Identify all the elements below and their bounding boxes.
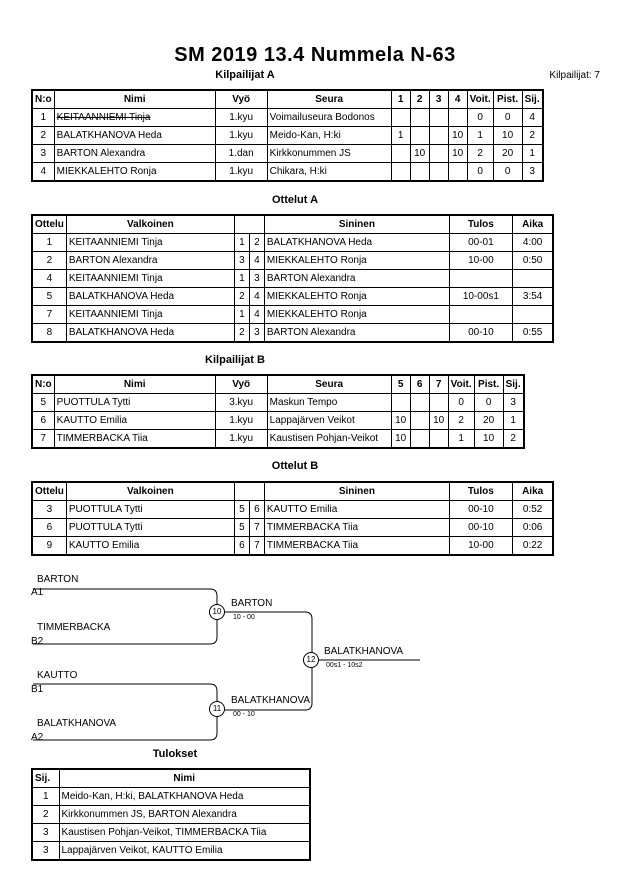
table-cell: 4: [31, 162, 55, 182]
match-number: 7: [31, 305, 67, 324]
white-competitor: KEITAANNIEMI Tinja: [65, 305, 235, 324]
competitor-name: BARTON Alexandra: [53, 144, 216, 163]
col-header: 4: [447, 89, 468, 109]
bracket-winner: BALATKHANOVA: [231, 695, 311, 706]
table-cell: 3: [31, 144, 55, 163]
col-header: Sij.: [31, 768, 60, 788]
result-name: Kirkkonummen JS, BARTON Alexandra: [58, 805, 311, 824]
bracket-final-winner: BALATKHANOVA: [324, 646, 404, 657]
pool-b-heading: Kilpailijat B: [205, 354, 265, 366]
rank-cell: 1: [521, 144, 544, 163]
rank-cell: 3: [521, 162, 544, 182]
rank-cell: 3: [31, 841, 60, 861]
match-time: [511, 305, 554, 324]
bracket-winner: BARTON: [231, 598, 273, 609]
score-cell: 10: [447, 144, 468, 163]
rank-cell: 1: [502, 411, 525, 430]
match-time: 0:22: [511, 536, 554, 556]
page-title: SM 2019 13.4 Nummela N-63: [174, 44, 456, 66]
rank-cell: 2: [31, 805, 60, 824]
match-number: 5: [31, 287, 67, 306]
pool-a-table: N:o Nimi Vyö Seura 1 2 3 4 Voit. Pist. S…: [31, 89, 544, 182]
score-cell: [428, 429, 449, 449]
table-cell: 7: [248, 518, 265, 537]
table-cell: 1.kyu: [214, 429, 268, 449]
rank-cell: 1: [31, 787, 60, 806]
rank-cell: 2: [502, 429, 525, 449]
table-cell: 0: [492, 162, 523, 182]
table-cell: 7: [31, 429, 55, 449]
bracket-name: BARTON: [37, 574, 79, 585]
col-header: N:o: [31, 89, 55, 109]
match-time: 0:06: [511, 518, 554, 537]
bracket-seed: A2: [31, 732, 44, 743]
match-result: 00-10: [448, 518, 513, 537]
pool-b-table: N:o Nimi Vyö Seura 5 6 7 Voit. Pist. Sij…: [31, 374, 525, 449]
matches-a-heading: Ottelut A: [271, 194, 319, 206]
rank-cell: 3: [31, 823, 60, 842]
result-name: Lappajärven Veikot, KAUTTO Emilia: [58, 841, 311, 861]
match-number-badge: 10: [209, 604, 225, 620]
score-cell: 10: [428, 411, 449, 430]
bracket-score: 00 - 10: [233, 711, 255, 718]
result-name: Meido-Kan, H:ki, BALATKHANOVA Heda: [58, 787, 311, 806]
match-number-badge: 11: [209, 701, 225, 717]
match-number: 8: [31, 323, 67, 343]
table-cell: 2: [447, 411, 475, 430]
bracket-score: 10 - 00: [233, 614, 255, 621]
club-name: Kaustisen Pohjan-Veikot: [266, 429, 392, 449]
col-header: Nimi: [58, 768, 311, 788]
pool-a-heading: Kilpailijat A: [215, 69, 275, 81]
bracket-name: TIMMERBACKA: [37, 622, 111, 633]
bracket-name: KAUTTO: [37, 670, 78, 681]
match-result: 00-10: [448, 323, 513, 343]
table-cell: 20: [473, 411, 504, 430]
table-cell: 2: [466, 144, 494, 163]
white-competitor: KAUTTO Emilia: [65, 536, 235, 556]
bracket-seed: A1: [31, 587, 44, 598]
table-cell: 1: [31, 108, 55, 127]
competitors-count: Kilpailijat: 7: [549, 70, 600, 81]
table-cell: 20: [492, 144, 523, 163]
bracket-score: 00s1 - 10s2: [326, 662, 363, 669]
match-time: 0:55: [511, 323, 554, 343]
competitor-name: KAUTTO Emilia: [53, 411, 216, 430]
bracket-seed: B2: [31, 636, 44, 647]
table-cell: 10: [473, 429, 504, 449]
score-cell: [447, 162, 468, 182]
blue-competitor: TIMMERBACKA Tiia: [263, 518, 450, 537]
matches-b-heading: Ottelut B: [271, 460, 319, 472]
result-name: Kaustisen Pohjan-Veikot, TIMMERBACKA Tii…: [58, 823, 311, 842]
club-name: Chikara, H:ki: [266, 162, 392, 182]
match-number: 9: [31, 536, 67, 556]
bracket-name: BALATKHANOVA: [37, 718, 117, 729]
match-number-badge: 12: [303, 652, 319, 668]
table-cell: 6: [31, 411, 55, 430]
results-heading: Tulokset: [152, 748, 198, 760]
table-cell: 1.kyu: [214, 411, 268, 430]
table-cell: 0: [466, 162, 494, 182]
match-number: 6: [31, 518, 67, 537]
bracket-seed: B1: [31, 684, 44, 695]
